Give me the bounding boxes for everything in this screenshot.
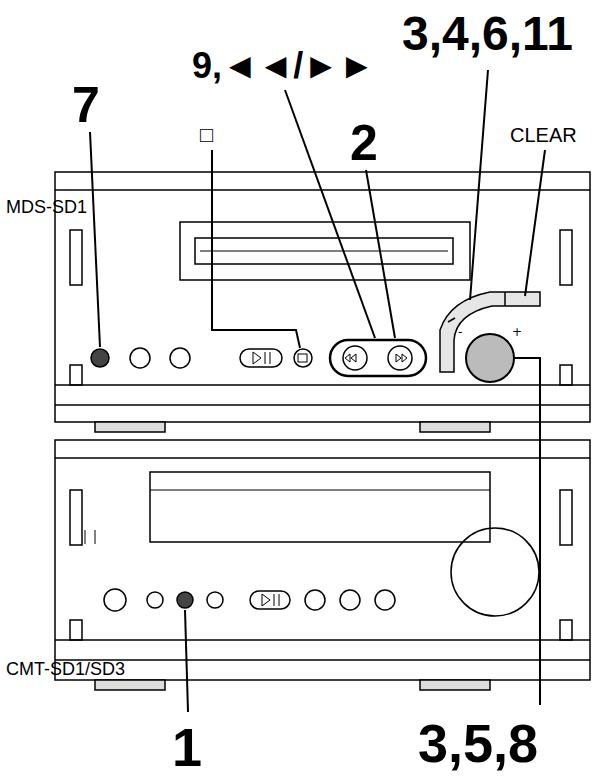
button-name: CLEAR [510,125,577,145]
md-deck-body [55,172,590,422]
cmt-body [55,440,590,680]
button-symbol: □ [200,124,213,146]
callout-number: 9,◄◄/►► [192,48,375,84]
model-name: CMT-SD1/SD3 [6,660,125,678]
callout-number: 1 [172,720,202,774]
model-name: MDS-SD1 [6,198,87,216]
svg-text:-: - [458,325,462,339]
callout-number: 3,4,6,11 [402,10,573,58]
button-1 [177,592,193,608]
callout-number: 7 [72,80,100,130]
callout-number: 3,5,8 [418,716,538,770]
leader-lines [90,70,545,712]
callout-number: 2 [350,118,378,168]
button-7 [91,349,109,367]
svg-text:+: + [512,325,522,339]
